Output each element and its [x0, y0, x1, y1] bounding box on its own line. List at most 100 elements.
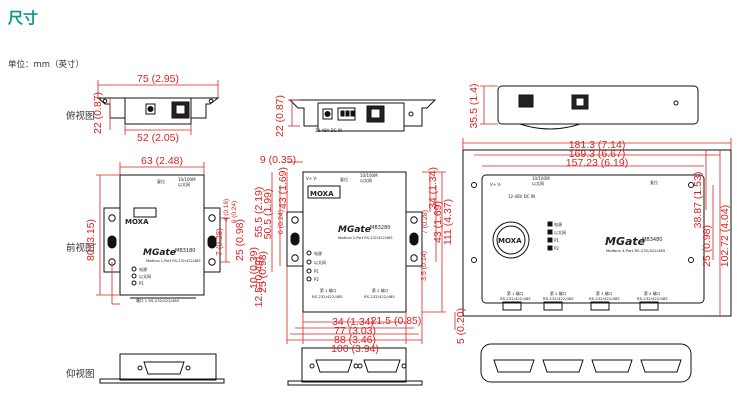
dim-4port-w-a: 181.3 (7.14) [569, 139, 626, 151]
port-b-2port: 第 2 端口 [372, 288, 388, 293]
dim-1port-width: 75 (2.95) [137, 73, 179, 85]
dim-2port-bottom-gap: 5 (0.20) [455, 308, 467, 344]
view-label-top: 俯视图 [66, 111, 95, 122]
speed-label-2port: 10/100M [360, 173, 378, 178]
led-label-1: 电源 [139, 266, 147, 272]
dim-2port-hole-a: 7 (0.28) [422, 210, 429, 234]
dim-2port-w-d: 88 (3.46) [334, 334, 376, 346]
dim-4port-top-height: 35.5 (1.4) [468, 84, 480, 129]
dim-1port-hole-a: 4 (0.16) [223, 199, 230, 221]
front-view-1port [103, 174, 221, 299]
dim-2port-w-a: 34 (1.34) [332, 316, 374, 328]
dim-2port-w-b: 21.5 (0.85) [371, 315, 422, 327]
bottom-view-2port [287, 347, 423, 386]
led-label-4port-4: P2 [554, 246, 559, 251]
dim-2port-height: 111 (4.37) [442, 199, 454, 245]
modbus-2port: Modbus 2-Port RS-232/422/485 [338, 236, 393, 240]
top-view-1port [96, 97, 220, 125]
front-view-2port [286, 171, 423, 313]
dim-2port-hole-d: 25 (0.98) [257, 251, 269, 293]
port-label-1port: 端口 1 RS-232/422/485 [136, 298, 180, 303]
speed-label-1port: 10/100M [178, 177, 196, 182]
port-b-sub-4port: RS-232/422/485 [543, 296, 574, 301]
power-label-2port: 12-48V DC IN [315, 128, 342, 133]
brand-logo-2port: MOXA [310, 190, 334, 198]
port-a-sub-4port: RS-232/422/485 [500, 296, 531, 301]
top-view-4port [497, 85, 699, 130]
top-view-2port [288, 99, 437, 132]
product-name-4port: MGate [605, 235, 646, 248]
dim-4port-hole-spacing: 25 (0.98) [701, 225, 713, 267]
power-label-4port: 12-48V DC IN [508, 194, 535, 199]
model-1port: MB3180 [175, 248, 195, 254]
dim-4port-h-a: 38.87 (1.53) [692, 172, 704, 229]
reset-label-1port: 复位 [157, 178, 165, 184]
vplus-label-2port: V+ V- [306, 176, 318, 181]
view-label-front: 前视图 [66, 243, 95, 254]
dim-2port-w-c: 77 (3.03) [334, 325, 376, 337]
dim-2port-flange: 9 (0.35) [260, 154, 296, 166]
port-b-sub-2port: RS-232/422/485 [364, 294, 395, 299]
dim-2port-hole-c: 10 (0.39) [248, 247, 260, 289]
bottom-view-4port [480, 343, 692, 383]
port-d-sub-4port: RS-232/422/485 [637, 296, 668, 301]
dim-4port-w-b: 169.3 (6.67) [569, 148, 626, 160]
page-title: 尺寸 [8, 9, 39, 27]
led-label-2port-3: P1 [314, 269, 319, 274]
reset-label-2port: 复位 [340, 176, 348, 182]
dim-1port-hole-c: 7 (0.28) [215, 228, 224, 256]
dim-4port-height: 102.72 (4.04) [719, 205, 731, 267]
dim-2port-h-b: 50.5 (1.99) [262, 189, 274, 240]
dim-2port-hole-b: 6 (0.24) [278, 210, 285, 234]
dimension-lines [96, 80, 732, 344]
view-label-bottom: 仰视图 [66, 369, 95, 380]
port-c-sub-4port: RS-232/422/485 [589, 296, 620, 301]
model-4port: MB3480 [642, 237, 662, 243]
port-a-2port: 第 1 端口 [320, 288, 336, 293]
led-label-2port-4: P2 [314, 277, 319, 282]
ethernet-label-1port: 以太网 [178, 181, 190, 187]
dim-1port-body-width: 52 (2.05) [137, 132, 179, 144]
dim-2port-h-a: 55.5 (2.19) [253, 187, 265, 238]
dim-2port-top-height: 22 (0.87) [274, 95, 286, 137]
port-a-sub-2port: RS-232/422/485 [312, 294, 343, 299]
vplus-label-4port: V+ V- [490, 182, 502, 187]
led-label-2: 以太网 [139, 273, 151, 279]
dim-4port-w-c: 157.23 (6.19) [566, 157, 628, 169]
unit-label: 单位：mm（英寸） [8, 60, 85, 70]
led-label-2port-1: 电源 [314, 250, 322, 256]
brand-logo-1port: MOXA [125, 218, 149, 226]
ethernet-label-2port: 以太网 [360, 177, 372, 183]
dim-1port-hole-bottom: 12.5 (0.49) [253, 257, 265, 308]
dim-2port-right-a: 34 (1.34) [427, 167, 439, 209]
led-label-2port-2: 以太网 [314, 259, 326, 265]
modbus-4port: Modbus 4-Port RS-232/422/485 [606, 248, 666, 253]
brand-logo-4port: MOXA [498, 237, 522, 245]
dim-1port-hole-b: 6 (0.24) [231, 201, 238, 223]
port-d-4port: 第 4 端口 [644, 291, 660, 296]
speed-label-4port: 10/100M [532, 176, 550, 181]
product-name-2port: MGate [338, 225, 371, 235]
led-label-4port-2: 以太网 [554, 229, 566, 235]
dim-2port-hole-e: 3.5 (0.14) [421, 251, 428, 281]
port-a-4port: 第 1 端口 [507, 291, 523, 296]
dim-1port-front-width: 63 (2.48) [141, 155, 183, 167]
dim-2port-right-b: 43 (1.69) [432, 201, 444, 243]
dim-1port-top-height: 22 (0.87) [92, 92, 104, 134]
led-label-4port-3: P1 [554, 238, 559, 243]
front-view-4port [462, 149, 732, 317]
product-name-1port: MGate [143, 248, 176, 258]
led-label-4port-1: 电源 [554, 221, 562, 227]
dim-1port-front-height: 80 (3.15) [85, 219, 97, 261]
dim-2port-w-e: 100 (3.94) [331, 343, 379, 355]
port-b-4port: 第 2 端口 [550, 291, 566, 296]
ethernet-label-4port: 以太网 [532, 180, 544, 186]
port-c-4port: 第 3 端口 [596, 291, 612, 296]
dim-1port-hole-spacing: 25 (0.98) [234, 219, 246, 261]
reset-label-4port: 复位 [650, 179, 658, 185]
led-label-3: P1 [139, 281, 144, 286]
modbus-1port: Modbus 1-Port RS-232/422/485 [146, 259, 201, 263]
bottom-view-1port [99, 353, 225, 384]
model-2port: MB3280 [370, 225, 390, 231]
